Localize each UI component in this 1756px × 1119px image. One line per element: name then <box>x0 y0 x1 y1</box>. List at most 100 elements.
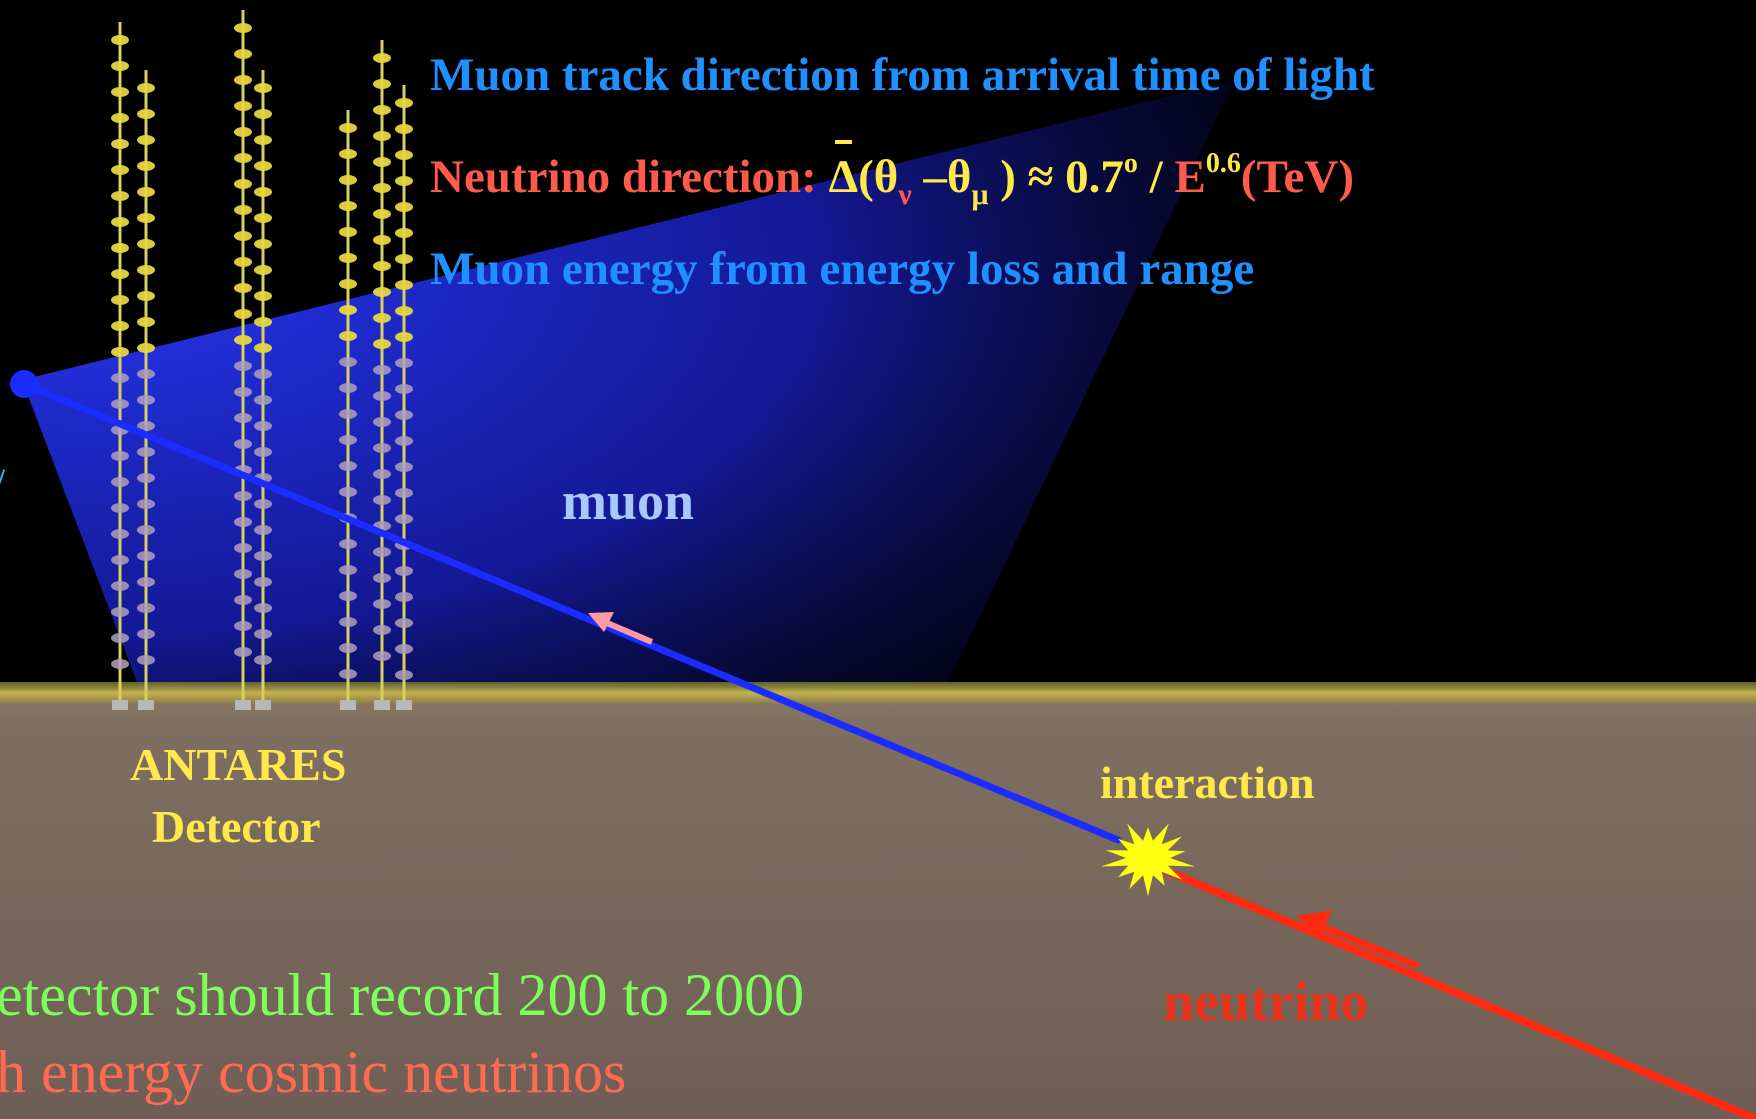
optical-module <box>137 577 155 587</box>
optical-module <box>234 283 252 293</box>
optical-module <box>254 187 272 197</box>
optical-module <box>137 447 155 457</box>
optical-module <box>339 201 357 211</box>
optical-module <box>395 566 413 576</box>
formula-theta-nu: (θ <box>858 151 899 203</box>
optical-module <box>339 409 357 419</box>
optical-module <box>395 514 413 524</box>
optical-module <box>234 257 252 267</box>
optical-module <box>395 488 413 498</box>
optical-module <box>111 659 129 669</box>
optical-module <box>373 313 391 323</box>
optical-module <box>111 451 129 461</box>
optical-module <box>339 175 357 185</box>
optical-module <box>254 447 272 457</box>
optical-module <box>254 499 272 509</box>
string-anchor <box>396 700 412 710</box>
optical-module <box>137 317 155 327</box>
optical-module <box>137 265 155 275</box>
optical-module <box>254 343 272 353</box>
optical-module <box>254 109 272 119</box>
optical-module <box>137 551 155 561</box>
formula-approx: ) ≈ 0.7 <box>988 151 1124 203</box>
optical-module <box>254 525 272 535</box>
optical-module <box>373 105 391 115</box>
bottom-text-line-1: etector should record 200 to 2000 <box>0 962 805 1028</box>
optical-module <box>234 491 252 501</box>
neutrino-label: neutrino <box>1163 971 1369 1033</box>
optical-module <box>373 469 391 479</box>
interaction-star-icon <box>1101 823 1195 897</box>
formula-nu-sub: ν <box>898 178 912 211</box>
optical-module <box>339 227 357 237</box>
optical-module <box>234 75 252 85</box>
seabed <box>0 690 1756 1119</box>
string-anchor <box>374 700 390 710</box>
optical-module <box>339 461 357 471</box>
optical-module <box>339 331 357 341</box>
optical-module <box>339 487 357 497</box>
optical-module <box>254 369 272 379</box>
formula-slash: / <box>1137 151 1175 203</box>
header-line-3: Muon energy from energy loss and range <box>430 243 1255 295</box>
optical-module <box>137 525 155 535</box>
optical-module <box>395 98 413 108</box>
optical-module <box>373 365 391 375</box>
optical-module <box>373 391 391 401</box>
optical-module <box>111 243 129 253</box>
optical-module <box>234 49 252 59</box>
optical-module <box>111 503 129 513</box>
optical-module <box>395 176 413 186</box>
muon-track <box>18 379 1122 844</box>
optical-module <box>395 410 413 420</box>
optical-module <box>339 279 357 289</box>
optical-module <box>111 607 129 617</box>
optical-module <box>111 555 129 565</box>
optical-module <box>234 595 252 605</box>
optical-module <box>395 228 413 238</box>
edge-fragment: / <box>0 460 6 505</box>
formula-mu-sub: μ <box>971 178 989 211</box>
neutrino-track <box>1158 864 1756 1119</box>
optical-module <box>234 101 252 111</box>
optical-module <box>111 139 129 149</box>
string-anchor <box>340 700 356 710</box>
optical-module <box>395 280 413 290</box>
optical-module <box>111 581 129 591</box>
optical-module <box>234 569 252 579</box>
optical-module <box>339 383 357 393</box>
optical-module <box>373 53 391 63</box>
muon-direction-arrow <box>598 617 654 645</box>
optical-module <box>254 421 272 431</box>
optical-module <box>373 625 391 635</box>
optical-module <box>137 239 155 249</box>
optical-module <box>111 295 129 305</box>
optical-module <box>111 321 129 331</box>
string-anchor <box>235 700 251 710</box>
optical-module <box>339 357 357 367</box>
interaction-label: interaction <box>1100 757 1315 808</box>
cherenkov-light-cone <box>22 80 1235 690</box>
optical-module <box>395 592 413 602</box>
neutrino-arrowhead <box>1296 910 1332 938</box>
optical-module <box>137 499 155 509</box>
optical-module <box>111 373 129 383</box>
optical-module <box>254 161 272 171</box>
optical-module <box>339 617 357 627</box>
optical-module <box>339 565 357 575</box>
optical-module <box>339 591 357 601</box>
optical-module <box>395 124 413 134</box>
optical-module <box>137 187 155 197</box>
optical-module <box>254 135 272 145</box>
string-anchor <box>112 700 128 710</box>
optical-module <box>137 421 155 431</box>
optical-module <box>234 413 252 423</box>
optical-module <box>339 643 357 653</box>
optical-module <box>373 261 391 271</box>
detector-strings <box>111 10 413 710</box>
optical-module <box>234 361 252 371</box>
optical-module <box>111 633 129 643</box>
formula-degree: o <box>1123 148 1138 179</box>
optical-module <box>111 529 129 539</box>
optical-module <box>395 254 413 264</box>
